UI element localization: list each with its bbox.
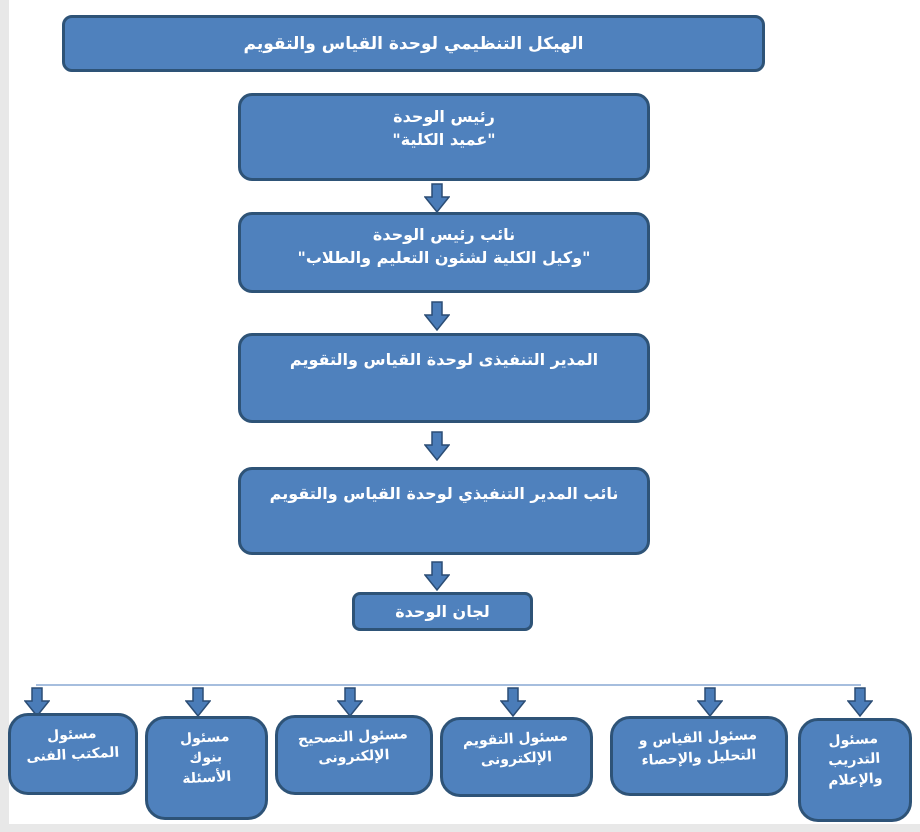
box-text-line: والإعلام [827, 770, 883, 790]
connector-line [36, 684, 861, 686]
down-arrow-icon [424, 183, 450, 213]
down-arrow-icon [185, 687, 211, 717]
officer-box-technical-office: مسئول المكتب الفنى [8, 713, 138, 795]
box-text-line: نائب رئيس الوحدة [372, 225, 516, 244]
officer-box-question-banks: مسئول بنوك الأسئلة [145, 716, 268, 820]
down-arrow-icon [424, 431, 450, 461]
committees-box: لجان الوحدة [352, 592, 533, 631]
deputy-head-label: نائب رئيس الوحدة "وكيل الكلية لشئون التع… [241, 223, 647, 290]
document-edge-bottom [0, 824, 920, 832]
box-text-line: لجان الوحدة [395, 602, 490, 621]
box-text-line: "عميد الكلية" [392, 130, 496, 149]
officer-box-e-correction: مسئول التصحيح الإلكترونى [275, 715, 433, 795]
exec-director-label: المدير التنفيذى لوحدة القياس والتقويم [241, 348, 647, 420]
box-text-line: رئيس الوحدة [393, 107, 495, 126]
officer-label: مسئول بنوك الأسئلة [146, 725, 267, 820]
officer-label: مسئول المكتب الفنى [9, 722, 136, 795]
down-arrow-icon [424, 561, 450, 591]
down-arrow-icon [697, 687, 723, 717]
deputy-head-box: نائب رئيس الوحدة "وكيل الكلية لشئون التع… [238, 212, 650, 293]
down-arrow-icon [500, 687, 526, 717]
committees-label: لجان الوحدة [355, 602, 530, 621]
officer-box-training-media: مسئول التدريب والإعلام [798, 718, 912, 822]
officer-label: مسئول القياس و التحليل والإحصاء [611, 724, 786, 798]
chart-title: الهيكل التنظيمي لوحدة القياس والتقويم [65, 34, 762, 54]
box-text-line: المدير التنفيذى لوحدة القياس والتقويم [289, 350, 599, 369]
officer-label: مسئول التصحيح الإلكترونى [276, 723, 431, 796]
unit-head-label: رئيس الوحدة "عميد الكلية" [241, 105, 647, 178]
down-arrow-icon [24, 687, 50, 717]
exec-director-box: المدير التنفيذى لوحدة القياس والتقويم [238, 333, 650, 423]
officer-label: مسئول التقويم الإلكترونى [441, 725, 591, 798]
chart-title-box: الهيكل التنظيمي لوحدة القياس والتقويم [62, 15, 765, 72]
officer-box-measurement-analysis-statistics: مسئول القياس و التحليل والإحصاء [610, 716, 788, 796]
down-arrow-icon [337, 687, 363, 717]
box-text-line: "وكيل الكلية لشئون التعليم والطلاب" [297, 248, 591, 267]
document-edge-left [0, 0, 9, 832]
down-arrow-icon [847, 687, 873, 717]
officer-label: مسئول التدريب والإعلام [799, 727, 912, 822]
deputy-exec-director-box: نائب المدير التنفيذي لوحدة القياس والتقو… [238, 467, 650, 555]
officer-box-e-evaluation: مسئول التقويم الإلكترونى [440, 717, 593, 797]
box-text-line: نائب المدير التنفيذي لوحدة القياس والتقو… [269, 484, 619, 503]
deputy-exec-director-label: نائب المدير التنفيذي لوحدة القياس والتقو… [241, 482, 647, 552]
unit-head-box: رئيس الوحدة "عميد الكلية" [238, 93, 650, 181]
down-arrow-icon [424, 301, 450, 331]
box-text-line: الهيكل التنظيمي لوحدة القياس والتقويم [243, 33, 584, 54]
